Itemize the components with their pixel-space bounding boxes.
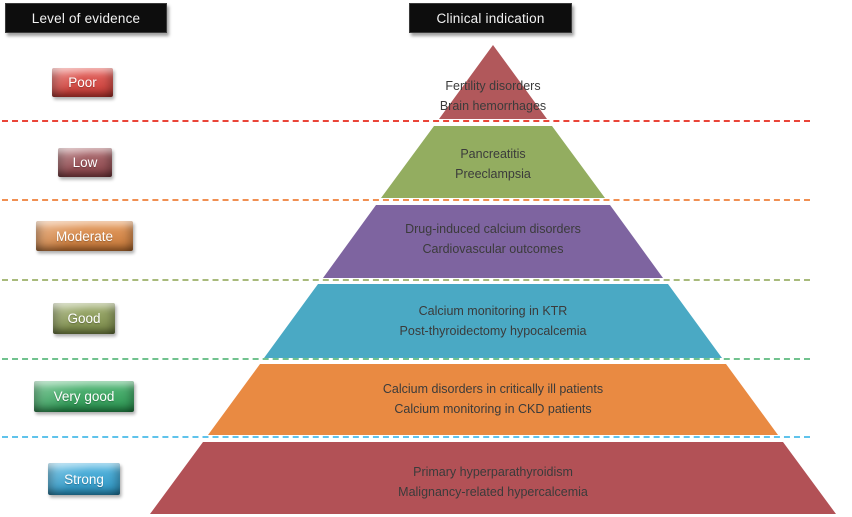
badge-moderate: Moderate xyxy=(36,221,133,251)
indication-text: Primary hyperparathyroidism xyxy=(413,465,573,479)
pyramid-segment-low xyxy=(381,126,605,198)
segment-label-verygood: Calcium disorders in critically ill pati… xyxy=(150,379,836,419)
level-of-evidence-header: Level of evidence xyxy=(5,3,167,33)
pyramid-segment-moderate xyxy=(323,205,663,278)
pyramid-segment-strong xyxy=(150,442,836,514)
indication-text: Calcium disorders in critically ill pati… xyxy=(382,382,604,396)
badge-label: Good xyxy=(67,311,101,326)
divider-poor-low xyxy=(2,120,810,122)
indication-text: Calcium monitoring in KTR xyxy=(418,304,568,318)
badge-label: Very good xyxy=(53,389,115,404)
indication-text: Cardiovascular outcomes xyxy=(422,242,564,256)
divider-low-moderate xyxy=(2,199,810,201)
indication-text: Brain hemorrhages xyxy=(439,99,547,113)
badge-label: Strong xyxy=(64,471,104,487)
badge-good: Good xyxy=(53,303,115,334)
clinical-indication-header: Clinical indication xyxy=(409,3,572,33)
badge-label: Low xyxy=(72,155,98,170)
divider-verygood-strong xyxy=(2,436,810,438)
badge-label: Moderate xyxy=(55,228,114,244)
segment-label-good: Calcium monitoring in KTR Post-thyroidec… xyxy=(150,301,836,341)
badge-poor: Poor xyxy=(52,68,113,97)
indication-text: Post-thyroidectomy hypocalcemia xyxy=(399,324,587,338)
badge-low: Low xyxy=(58,148,112,177)
indication-text: Drug-induced calcium disorders xyxy=(405,222,581,236)
divider-good-verygood xyxy=(2,358,810,360)
indication-text: Fertility disorders xyxy=(445,79,541,93)
segment-label-strong: Primary hyperparathyroidism Malignancy-r… xyxy=(150,462,836,502)
pyramid-segment-good xyxy=(264,284,722,358)
badge-very-good: Very good xyxy=(34,381,134,412)
segment-label-low: Pancreatitis Preeclampsia xyxy=(150,144,836,184)
indication-text: Preeclampsia xyxy=(455,167,531,181)
indication-text: Pancreatitis xyxy=(460,147,526,161)
indication-text: Calcium monitoring in CKD patients xyxy=(394,402,592,416)
segment-label-moderate: Drug-induced calcium disorders Cardiovas… xyxy=(150,219,836,259)
divider-moderate-good xyxy=(2,279,810,281)
segment-label-poor: Fertility disorders Brain hemorrhages xyxy=(150,76,836,116)
indication-text: Malignancy-related hypercalcemia xyxy=(398,485,588,499)
pyramid-segment-verygood xyxy=(208,364,778,435)
badge-label: Poor xyxy=(68,75,97,90)
badge-strong: Strong xyxy=(48,463,120,495)
pyramid-segment-poor xyxy=(439,45,547,119)
